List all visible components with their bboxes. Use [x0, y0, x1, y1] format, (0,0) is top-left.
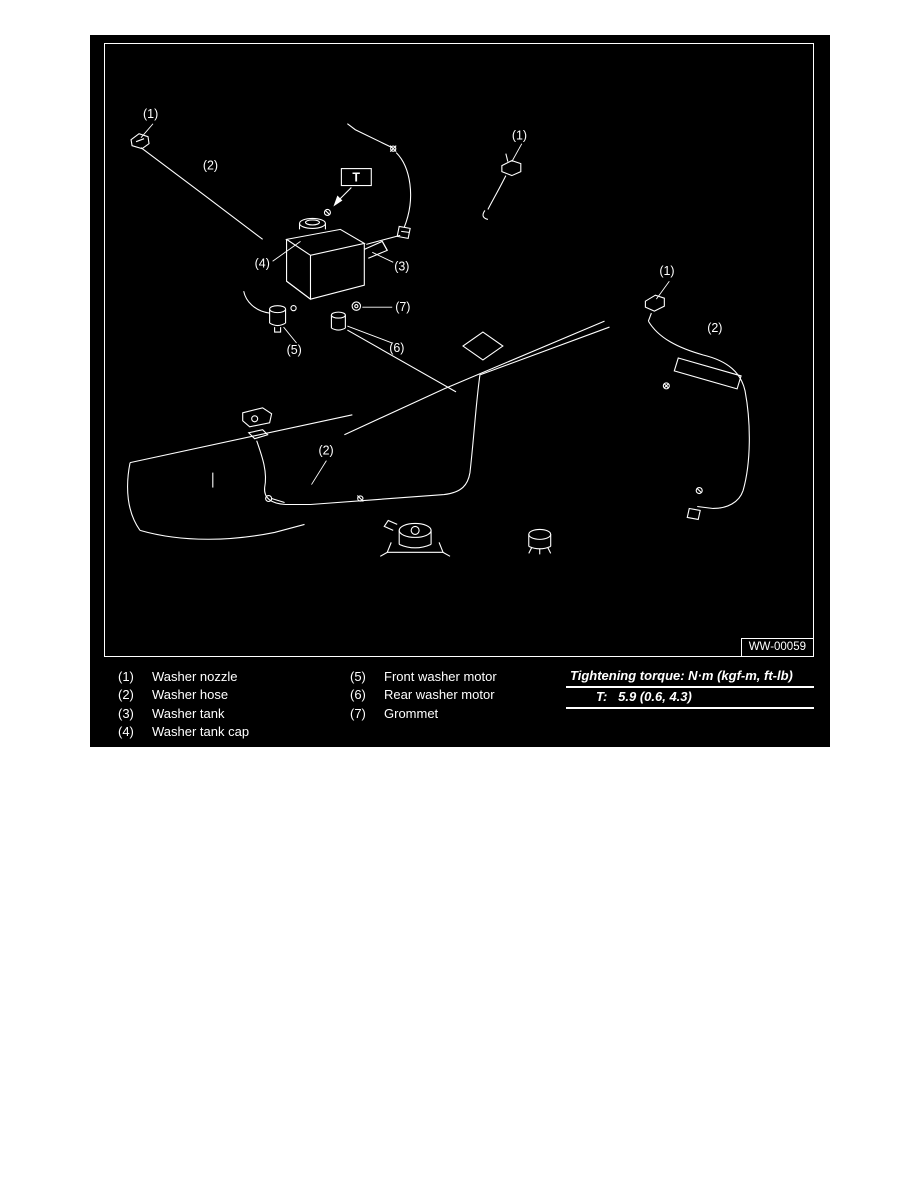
front-center-hose-drawing — [347, 123, 412, 245]
rear-hose-drawing — [256, 326, 610, 506]
rear-nozzle-assembly-drawing — [242, 407, 273, 440]
motor-detail-b-drawing — [528, 528, 552, 555]
rear-gate-drawing — [127, 414, 353, 540]
motor-detail-a-drawing — [379, 519, 451, 557]
legend-item-label: Washer nozzle — [152, 668, 238, 684]
callout-front-washer-motor: (5) — [287, 343, 302, 357]
legend-item: (4) Washer tank cap — [118, 723, 249, 742]
callout-grommet: (7) — [395, 300, 410, 314]
rear-right-hose-drawing — [647, 320, 750, 521]
callout-washer-tank: (3) — [394, 259, 409, 273]
legend-item-label: Front washer motor — [384, 668, 497, 684]
diagram-frame: (1) (2) — [104, 43, 814, 657]
front-left-hose-drawing — [140, 147, 263, 240]
torque-tag — [323, 168, 372, 216]
legend-item-label: Grommet — [384, 705, 439, 721]
washer-tank-drawing — [285, 228, 394, 301]
figure-panel: (1) (2) — [90, 35, 830, 747]
legend-column-1: (1) Washer nozzle (2) Washer hose (3) Wa… — [118, 667, 249, 741]
legend-item-label: Rear washer motor — [384, 687, 495, 703]
callout-rear-nozzle: (1) — [659, 264, 674, 278]
legend-item-label: Washer tank — [152, 705, 225, 721]
legend-item-number: (7) — [350, 705, 366, 721]
legend-item: (2) Washer hose — [118, 686, 249, 705]
torque-spec-value: T: 5.9 (0.6, 4.3) — [566, 688, 814, 709]
callout-front-left-hose: (2) — [203, 159, 218, 173]
callout-rear-washer-motor: (6) — [389, 341, 404, 355]
torque-spec-header: Tightening torque: N·m (kgf-m, ft-lb) — [566, 667, 814, 688]
body-line-drawing — [344, 320, 605, 436]
legend-item: (6) Rear washer motor — [350, 686, 497, 705]
legend-item: (7) Grommet — [350, 704, 497, 723]
rear-right-nozzle-drawing — [644, 280, 670, 322]
washer-system-diagram: (1) (2) — [127, 107, 750, 557]
grommet-drawing — [351, 301, 393, 311]
tightening-torque-box: Tightening torque: N·m (kgf-m, ft-lb) T:… — [566, 667, 814, 709]
callout-washer-tank-cap: (4) — [255, 256, 270, 270]
rear-washer-motor-drawing — [330, 311, 457, 393]
legend-item-number: (4) — [118, 724, 134, 740]
legend-item: (1) Washer nozzle — [118, 667, 249, 686]
legend-item-number: (6) — [350, 687, 366, 703]
legend-item: (3) Washer tank — [118, 704, 249, 723]
callout-rear-hose: (2) — [318, 444, 333, 458]
front-washer-motor-drawing — [243, 291, 297, 344]
torque-symbol-label: T — [352, 171, 360, 185]
legend-item-number: (1) — [118, 668, 134, 684]
figure-code: WW-00059 — [740, 638, 814, 657]
callout-front-right-nozzle: (1) — [512, 129, 527, 143]
legend-item-number: (2) — [118, 687, 134, 703]
front-left-nozzle-drawing — [130, 123, 154, 150]
callout-front-left-nozzle: (1) — [143, 107, 158, 121]
legend-item-number: (3) — [118, 705, 134, 721]
callout-rear-right-hose: (2) — [707, 321, 722, 335]
legend-item-label: Washer tank cap — [152, 724, 250, 740]
front-right-nozzle-drawing — [482, 143, 523, 220]
legend-item-number: (5) — [350, 668, 366, 684]
legend-item: (5) Front washer motor — [350, 667, 497, 686]
legend-column-2: (5) Front washer motor (6) Rear washer m… — [350, 667, 497, 723]
legend-item-label: Washer hose — [152, 687, 229, 703]
washer-tank-cap-drawing — [272, 217, 326, 262]
